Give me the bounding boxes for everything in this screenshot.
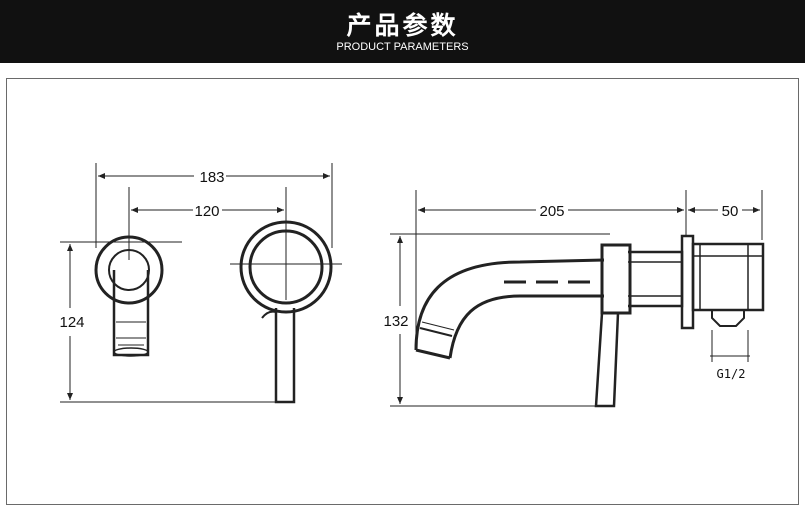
front-view: [60, 163, 342, 404]
dim-label-132: 132: [383, 313, 408, 330]
inlet-thread: [711, 310, 745, 327]
dim-label-183: 183: [199, 169, 224, 186]
spout-flange: [94, 235, 164, 305]
dim-label-205: 205: [539, 203, 564, 220]
handle-flange: [239, 220, 333, 314]
in-wall-box: [691, 242, 765, 312]
side-spout: [414, 258, 605, 351]
drawing-panel: [6, 78, 799, 505]
page-title: 产品参数: [346, 11, 459, 40]
page-subtitle: PRODUCT PARAMETERS: [336, 41, 469, 53]
spout-body: [112, 270, 150, 357]
side-view: [390, 190, 765, 408]
side-handle: [594, 312, 620, 408]
wall-plate: [680, 234, 695, 330]
dim-label-124: 124: [59, 314, 84, 331]
dim-label-50: 50: [722, 203, 739, 220]
header-banner: 产品参数 PRODUCT PARAMETERS: [0, 0, 805, 63]
dim-label-120: 120: [194, 203, 219, 220]
handle-lever: [274, 308, 296, 404]
valve-body: [600, 243, 632, 315]
dim-label-thread: G1/2: [717, 367, 746, 381]
